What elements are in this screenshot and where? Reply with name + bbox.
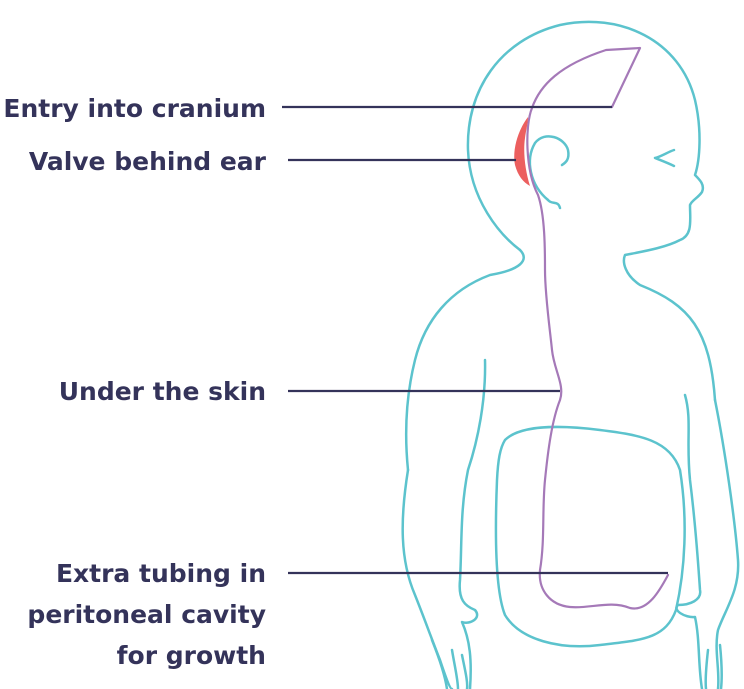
- leader-lines: [282, 107, 668, 573]
- label-under-the-skin: Under the skin: [59, 375, 266, 409]
- left-arm-outline: [403, 470, 452, 689]
- right-arm-inner: [676, 395, 702, 689]
- left-hand-fingers: [452, 650, 467, 689]
- abdomen-outline: [496, 427, 685, 646]
- label-extra-tubing-line3: for growth: [27, 635, 266, 676]
- ear-inner: [548, 200, 560, 208]
- label-extra-tubing-line2: peritoneal cavity: [27, 594, 266, 635]
- shunt-tube: [527, 48, 668, 608]
- left-arm-inner: [460, 360, 485, 689]
- label-extra-tubing: Extra tubing in peritoneal cavity for gr…: [27, 553, 266, 676]
- label-valve-behind-ear: Valve behind ear: [29, 145, 266, 179]
- left-hand-outline: [432, 640, 447, 689]
- eye-outline: [655, 150, 674, 166]
- label-entry-into-cranium: Entry into cranium: [3, 92, 266, 126]
- right-arm-outline: [715, 400, 738, 689]
- head-outline: [468, 22, 715, 400]
- left-shoulder-outline: [406, 250, 523, 470]
- label-extra-tubing-line1: Extra tubing in: [27, 553, 266, 594]
- child-body-outline: [403, 22, 739, 689]
